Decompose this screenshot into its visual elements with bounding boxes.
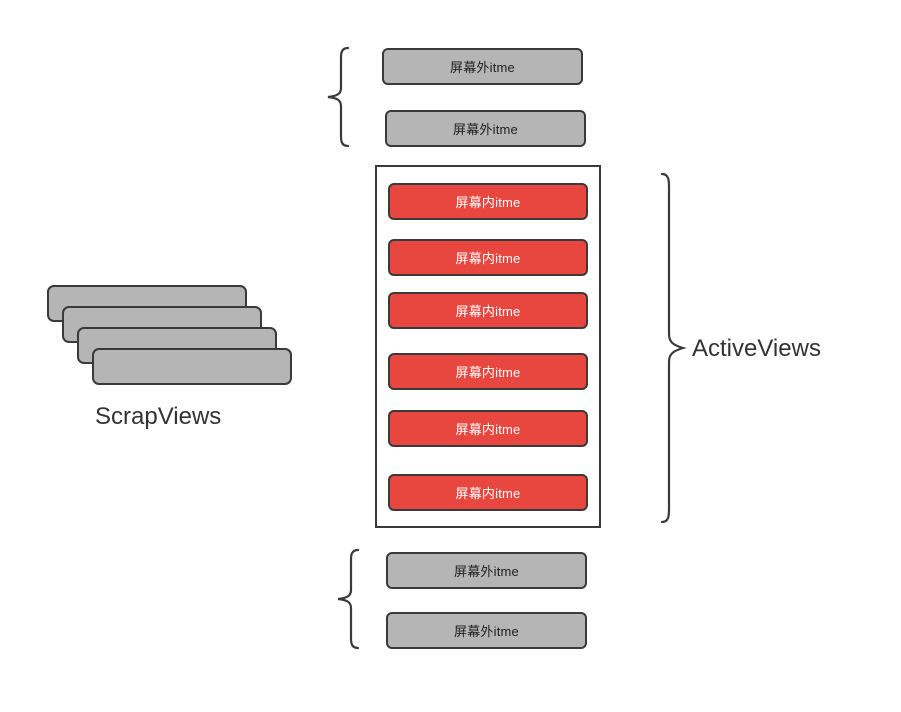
bottom-left-curly-brace-icon — [337, 548, 360, 650]
scrap-card-4[interactable] — [92, 348, 292, 385]
offscreen-item-top-1[interactable]: 屏幕外itme — [382, 48, 583, 85]
active-views-label: ActiveViews — [692, 335, 821, 362]
offscreen-item-label: 屏幕外itme — [450, 60, 515, 75]
scrap-views-label: ScrapViews — [95, 403, 222, 430]
onscreen-item-label: 屏幕内itme — [455, 486, 521, 501]
onscreen-item-6[interactable]: 屏幕内itme — [388, 474, 588, 511]
offscreen-item-top-2[interactable]: 屏幕外itme — [385, 110, 586, 147]
offscreen-item-label: 屏幕外itme — [454, 624, 519, 639]
active-views-right-curly-brace-icon — [660, 172, 687, 524]
offscreen-item-label: 屏幕外itme — [454, 564, 519, 579]
onscreen-item-label: 屏幕内itme — [455, 251, 521, 266]
active-views-container — [375, 165, 601, 528]
offscreen-item-label: 屏幕外itme — [453, 122, 518, 137]
onscreen-item-4[interactable]: 屏幕内itme — [388, 353, 588, 390]
onscreen-item-5[interactable]: 屏幕内itme — [388, 410, 588, 447]
onscreen-item-label: 屏幕内itme — [455, 304, 521, 319]
onscreen-item-2[interactable]: 屏幕内itme — [388, 239, 588, 276]
onscreen-item-label: 屏幕内itme — [455, 365, 521, 380]
top-left-curly-brace-icon — [327, 46, 350, 148]
offscreen-item-bottom-2[interactable]: 屏幕外itme — [386, 612, 587, 649]
onscreen-item-1[interactable]: 屏幕内itme — [388, 183, 588, 220]
onscreen-item-label: 屏幕内itme — [455, 195, 521, 210]
offscreen-item-bottom-1[interactable]: 屏幕外itme — [386, 552, 587, 589]
onscreen-item-3[interactable]: 屏幕内itme — [388, 292, 588, 329]
onscreen-item-label: 屏幕内itme — [455, 422, 521, 437]
